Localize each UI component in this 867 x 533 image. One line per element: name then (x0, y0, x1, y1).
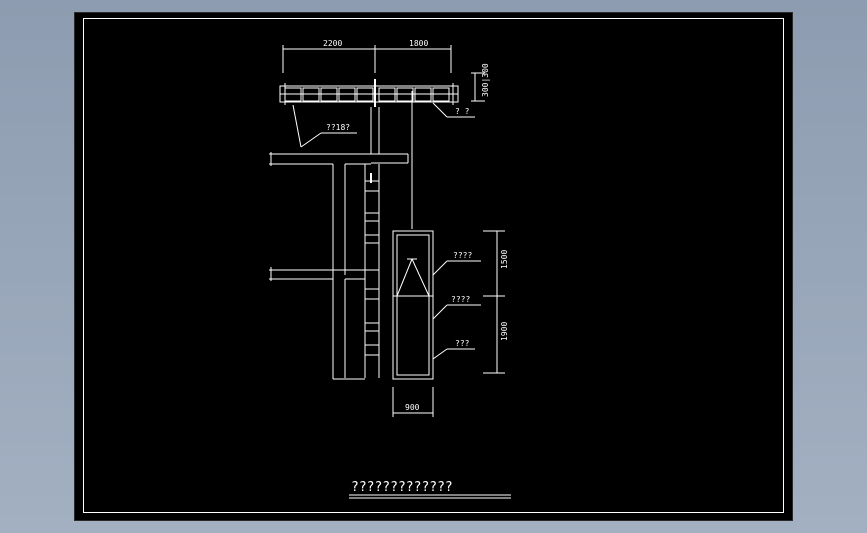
top-dimension: 2200 1800 (282, 39, 452, 73)
upper-floor-slab (269, 107, 409, 379)
drawing-sheet: 2200 1800 300|300 (74, 12, 793, 521)
title-text: ????????????? (351, 480, 453, 495)
outrigger-truss (279, 79, 459, 107)
lower-floor-slab (269, 267, 379, 380)
side-dimension-right: 1500 1900 (483, 230, 509, 374)
drawing-title: ????????????? (349, 480, 511, 499)
label-low-box: ??? (455, 339, 470, 348)
wall-column (364, 164, 380, 378)
dim-top-left: 2200 (323, 39, 342, 48)
label-mid-box: ???? (451, 295, 470, 304)
beam-leader: ??18? (292, 104, 357, 148)
side-dimension-top: 300|300 (471, 63, 490, 102)
basket-leaders: ???? ???? ??? (432, 251, 481, 360)
dim-bottom: 900 (405, 403, 420, 412)
dim-side-mid: 1500 (500, 250, 509, 269)
hanging-basket (392, 230, 434, 380)
dim-side-low: 1900 (500, 322, 509, 341)
cad-diagram: 2200 1800 300|300 (269, 39, 511, 499)
dim-side-top: 300|300 (481, 63, 490, 97)
dim-top-right: 1800 (409, 39, 428, 48)
label-beam: ??18? (326, 123, 350, 132)
hook-leader: ? ? (432, 102, 475, 118)
drawing-frame (83, 18, 784, 513)
label-upper-box: ???? (453, 251, 472, 260)
bottom-dimension: 900 (392, 387, 434, 417)
label-hook: ? ? (455, 107, 470, 116)
